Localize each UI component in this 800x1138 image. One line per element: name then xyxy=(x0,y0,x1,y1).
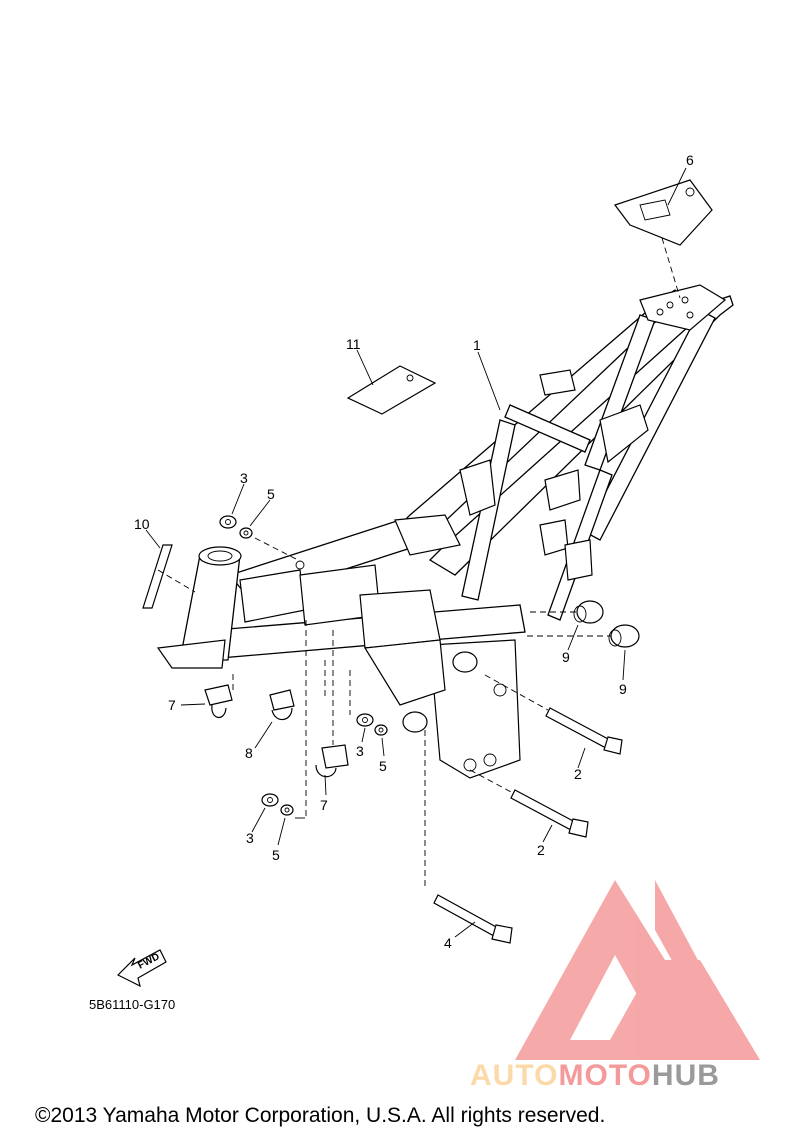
part-6-bracket xyxy=(614,179,713,246)
callout-8: 8 xyxy=(245,745,253,761)
callout-2-upper: 2 xyxy=(574,766,582,782)
callout-5-middle: 5 xyxy=(379,758,387,774)
washer-5-middle xyxy=(374,724,388,736)
watermark-moto: MOTO xyxy=(558,1059,651,1092)
washer-5-upper xyxy=(239,527,253,539)
clamp-7-right xyxy=(315,744,349,778)
callout-11: 11 xyxy=(346,336,361,352)
main-frame xyxy=(156,284,734,779)
callout-9-upper: 9 xyxy=(562,649,570,665)
clamp-8 xyxy=(269,689,295,721)
part-10-label xyxy=(142,544,173,609)
leader-lines xyxy=(145,167,687,938)
nut-3-upper xyxy=(219,515,237,529)
nut-3-middle xyxy=(356,713,374,727)
callout-3-lower: 3 xyxy=(246,830,254,846)
watermark-logo xyxy=(515,880,760,1060)
watermark-hub: HUB xyxy=(652,1059,720,1092)
callout-6: 6 xyxy=(686,152,694,168)
callout-7-right: 7 xyxy=(320,797,328,813)
watermark-triangle-outer xyxy=(515,880,760,1060)
nut-3-lower xyxy=(261,793,279,807)
callout-9-lower: 9 xyxy=(619,681,627,697)
callout-3-middle: 3 xyxy=(356,743,364,759)
callout-7-left: 7 xyxy=(168,697,176,713)
copyright-notice: ©2013 Yamaha Motor Corporation, U.S.A. A… xyxy=(35,1104,605,1127)
collar-9-upper xyxy=(573,600,604,624)
bolt-4 xyxy=(433,894,513,944)
bolt-2-upper xyxy=(545,707,623,755)
fwd-arrow: FWD xyxy=(116,949,167,988)
callout-10: 10 xyxy=(134,516,150,532)
watermark-auto: AUTO xyxy=(470,1059,558,1092)
bolt-2-lower xyxy=(510,789,589,838)
callout-2-lower: 2 xyxy=(537,842,545,858)
clamp-7-left xyxy=(204,684,233,718)
diagram-code: 5B61110-G170 xyxy=(89,997,175,1012)
collar-9-lower xyxy=(608,624,640,648)
callout-4: 4 xyxy=(444,935,452,951)
callout-3-upper: 3 xyxy=(240,470,248,486)
watermark-triangle-inner xyxy=(655,880,730,1020)
callout-labels: 1 2 2 3 3 3 4 5 5 5 6 7 7 8 9 9 10 11 xyxy=(134,152,694,951)
callout-1: 1 xyxy=(473,337,481,353)
callout-5-upper: 5 xyxy=(267,486,275,502)
watermark-text: AUTOMOTOHUB xyxy=(470,1059,720,1092)
part-11-label xyxy=(346,365,437,415)
washer-5-lower xyxy=(280,804,294,816)
callout-5-lower: 5 xyxy=(272,847,280,863)
